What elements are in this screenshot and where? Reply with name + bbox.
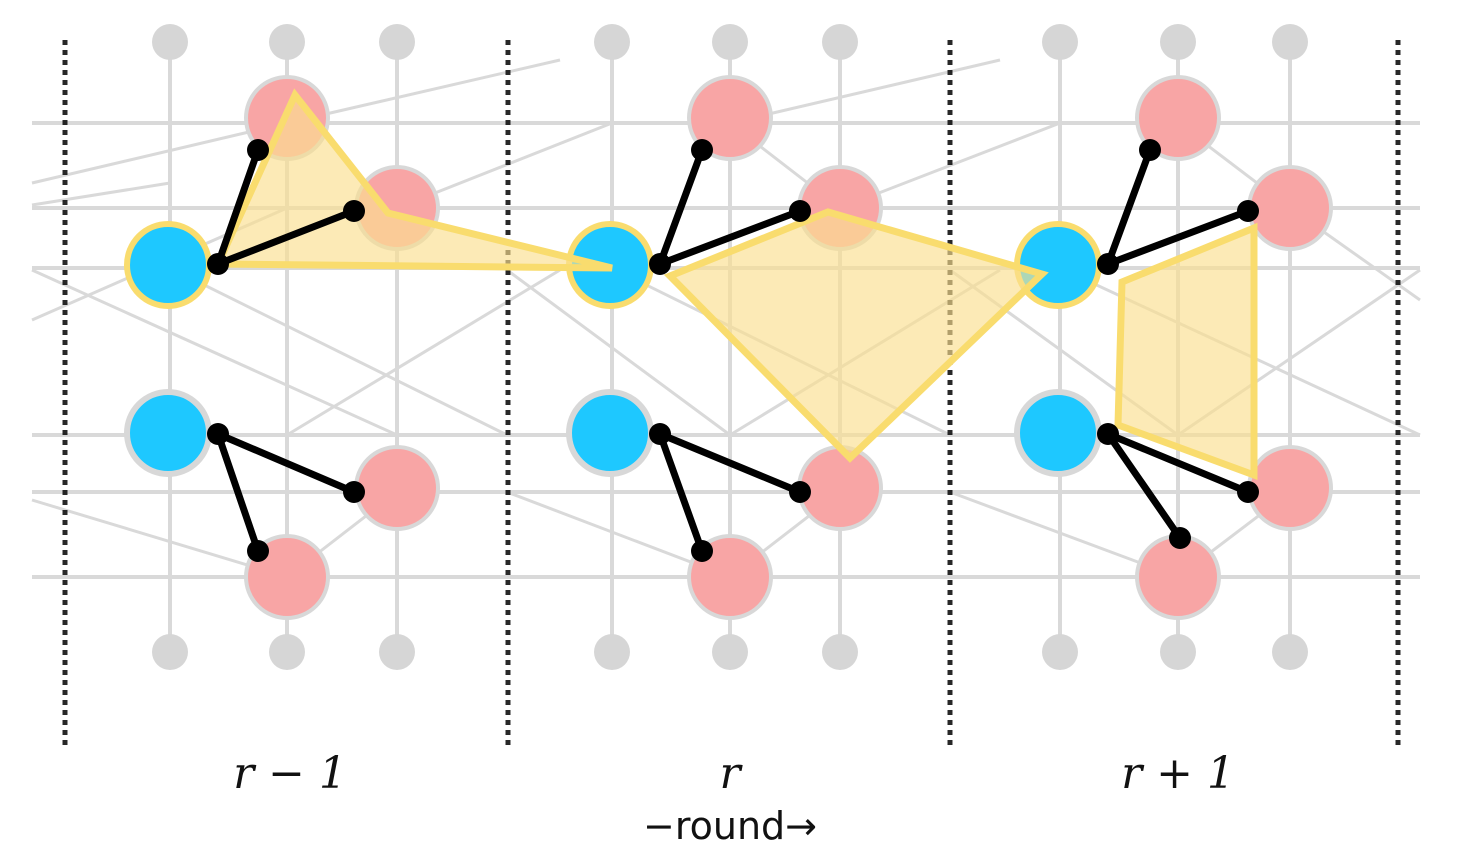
boundary-node xyxy=(1042,634,1078,670)
data-qubit xyxy=(1247,445,1333,531)
ancilla-qubit-highlighted xyxy=(124,221,212,309)
boundary-node xyxy=(1160,634,1196,670)
boundary-node xyxy=(1042,24,1078,60)
data-qubit xyxy=(1135,75,1221,161)
boundary-node xyxy=(712,24,748,60)
boundary-node xyxy=(269,24,305,60)
ancilla-qubit xyxy=(566,389,654,477)
boundary-node xyxy=(379,634,415,670)
round-label-current: r xyxy=(719,748,741,799)
round-label-next: r + 1 xyxy=(1121,748,1235,799)
boundary-node xyxy=(822,24,858,60)
highlight-region-round-2 xyxy=(663,208,1049,463)
data-qubit xyxy=(687,75,773,161)
boundary-node xyxy=(152,634,188,670)
round-axis-label: −round→ xyxy=(642,804,817,848)
data-qubit xyxy=(797,445,883,531)
boundary-node xyxy=(594,634,630,670)
stabilizer-edges xyxy=(214,146,1252,555)
data-qubit xyxy=(1247,165,1333,251)
ancilla-qubit-highlighted xyxy=(1014,221,1102,309)
ancilla-qubit xyxy=(1014,389,1102,477)
highlight-region-round-3 xyxy=(1114,222,1258,481)
round-label-previous: r − 1 xyxy=(233,748,347,799)
ancilla-qubit xyxy=(124,389,212,477)
highlight-regions xyxy=(212,88,1258,481)
boundary-node xyxy=(269,634,305,670)
boundary-nodes xyxy=(152,24,1308,670)
boundary-node xyxy=(712,634,748,670)
boundary-node xyxy=(152,24,188,60)
boundary-node xyxy=(1272,24,1308,60)
boundary-node xyxy=(1160,24,1196,60)
data-qubit xyxy=(354,445,440,531)
edge-endpoints xyxy=(207,139,1259,562)
boundary-node xyxy=(822,634,858,670)
round-separators xyxy=(62,40,1401,748)
boundary-node xyxy=(1272,634,1308,670)
boundary-node xyxy=(379,24,415,60)
boundary-node xyxy=(594,24,630,60)
